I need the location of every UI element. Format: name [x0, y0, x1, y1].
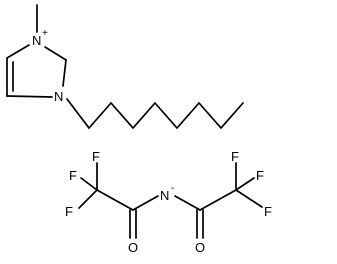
charge-plus: +: [42, 28, 48, 39]
bond-c5-n1: [6, 44, 30, 59]
bond-carbonyl-cf3-right: [199, 189, 237, 211]
atom-o-left: O: [128, 240, 138, 255]
atom-f-left-top: F: [92, 149, 100, 164]
atom-f-right-top: F: [231, 149, 239, 164]
charge-minus: -: [171, 183, 174, 194]
bond-cf3-right-f2: [235, 177, 255, 191]
imidazolium-cation: N + N: [6, 4, 244, 130]
atom-o-right: O: [195, 240, 205, 255]
atom-n-methyl: N: [32, 33, 41, 48]
trifluoroacetyl-amide-anion: F F F O N - O F F F: [65, 149, 272, 255]
bond-cf3-left-f3: [78, 189, 98, 209]
bond-n3-c4: [6, 95, 53, 98]
bond-n-carbonyl-right: [174, 195, 201, 211]
atom-n-anion: N: [160, 188, 169, 203]
bond-cf3-left-f2: [80, 177, 98, 191]
bond-c2-n3: [62, 59, 67, 87]
bond-carbonyl-n-left: [132, 195, 159, 211]
atom-f-left-mid: F: [69, 168, 77, 183]
atom-n-octyl: N: [54, 89, 63, 104]
atom-f-right-bottom: F: [264, 204, 272, 219]
bond-n1-c2: [44, 46, 67, 61]
atom-f-right-mid: F: [256, 168, 264, 183]
bond-cf3-carbonyl-left: [96, 189, 134, 211]
octyl-chain: [66, 98, 244, 130]
bond-cf3-right-f3: [235, 189, 263, 208]
atom-f-left-bottom: F: [65, 204, 73, 219]
